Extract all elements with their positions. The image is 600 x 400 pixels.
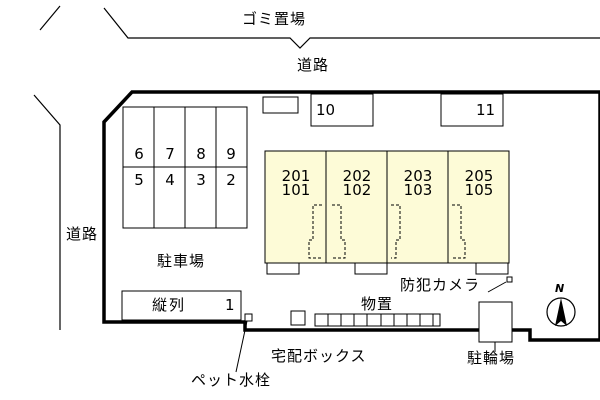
road-edge-left <box>33 94 61 330</box>
delivery-box-icon <box>290 310 306 326</box>
parking-space-number: 5 <box>134 171 144 189</box>
entrance-outline-3 <box>391 204 401 259</box>
parking-space-number: 7 <box>165 145 175 163</box>
building-step-2 <box>354 262 388 275</box>
building-step-1 <box>266 262 300 275</box>
entrance-outline-4 <box>452 204 466 259</box>
pet-faucet-label: ペット水栓 <box>191 371 272 389</box>
outdoor-space-number: 10 <box>316 101 336 119</box>
unit-lower-number: 103 <box>403 181 433 199</box>
pet-faucet-icon <box>244 313 253 322</box>
entrance-outlines <box>308 204 466 259</box>
parking-grid <box>122 106 248 229</box>
unit-dividers <box>325 151 449 263</box>
unit-upper-number: 203 <box>403 167 433 185</box>
camera-icon <box>506 276 513 283</box>
pet-faucet-leader <box>235 320 248 373</box>
building-step-3 <box>475 262 509 275</box>
parking-space-number: 4 <box>165 171 175 189</box>
camera-label: 防犯カメラ <box>400 276 481 294</box>
entrance-outline-1 <box>308 204 322 259</box>
bike-parking-label: 駐輪場 <box>467 349 516 367</box>
delivery-box-label: 宅配ボックス <box>271 347 367 365</box>
road-edge-top <box>103 7 600 49</box>
building-steps <box>266 262 509 275</box>
storage-row <box>314 313 441 327</box>
unit-lower-number: 101 <box>281 181 311 199</box>
north-arrow-icon <box>546 297 576 327</box>
garbage-area-label: ゴミ置場 <box>242 10 307 28</box>
unit-upper-number: 202 <box>342 167 372 185</box>
bike-parking-area <box>478 301 513 343</box>
road-edge-top-left <box>39 5 61 31</box>
road-label-top: 道路 <box>297 56 330 74</box>
parking-space-number: 3 <box>196 171 206 189</box>
garbage-area <box>262 96 299 114</box>
entrance-outline-2 <box>332 204 346 259</box>
outdoor-space-11 <box>440 93 504 127</box>
parking-space-number: 8 <box>196 145 206 163</box>
unit-lower-number: 105 <box>464 181 494 199</box>
parking-space-number: 9 <box>226 145 236 163</box>
road-edges <box>33 5 600 330</box>
tandem-parking-label: 縦列 <box>152 296 187 314</box>
parking-space-number: 2 <box>226 171 236 189</box>
unit-upper-number: 201 <box>281 167 311 185</box>
outdoor-space-10 <box>310 93 374 127</box>
tandem-parking-number: 1 <box>225 296 235 314</box>
north-label: N <box>555 282 565 295</box>
parking-label: 駐車場 <box>157 252 206 270</box>
outdoor-space-number: 11 <box>476 101 496 119</box>
unit-lower-number: 102 <box>342 181 372 199</box>
parking-space-number: 6 <box>134 145 144 163</box>
tandem-parking <box>121 290 242 321</box>
unit-upper-number: 205 <box>464 167 494 185</box>
storage-label: 物置 <box>361 295 394 313</box>
camera-leader <box>487 281 507 293</box>
road-label-left: 道路 <box>66 225 99 243</box>
